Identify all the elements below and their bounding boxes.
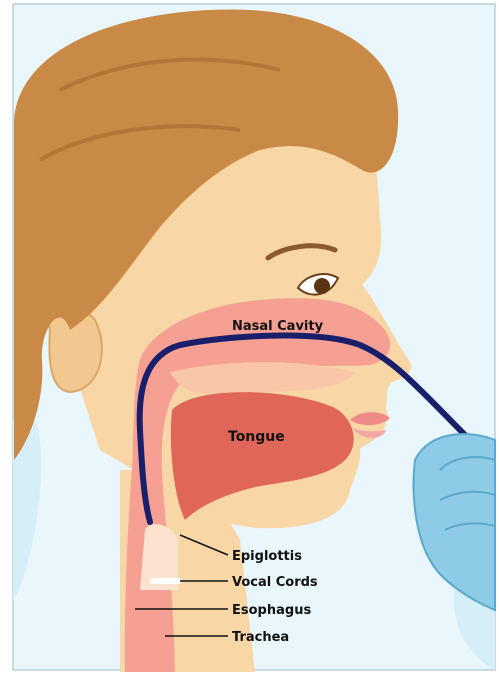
vocal-cords-shape <box>150 578 182 584</box>
label-tongue: Tongue <box>228 429 285 445</box>
label-esophagus: Esophagus <box>232 603 311 618</box>
label-nasal-cavity: Nasal Cavity <box>232 319 324 334</box>
label-vocal-cords: Vocal Cords <box>232 575 318 590</box>
label-trachea: Trachea <box>232 630 289 645</box>
iris <box>314 278 330 294</box>
label-epiglottis: Epiglottis <box>232 549 302 564</box>
